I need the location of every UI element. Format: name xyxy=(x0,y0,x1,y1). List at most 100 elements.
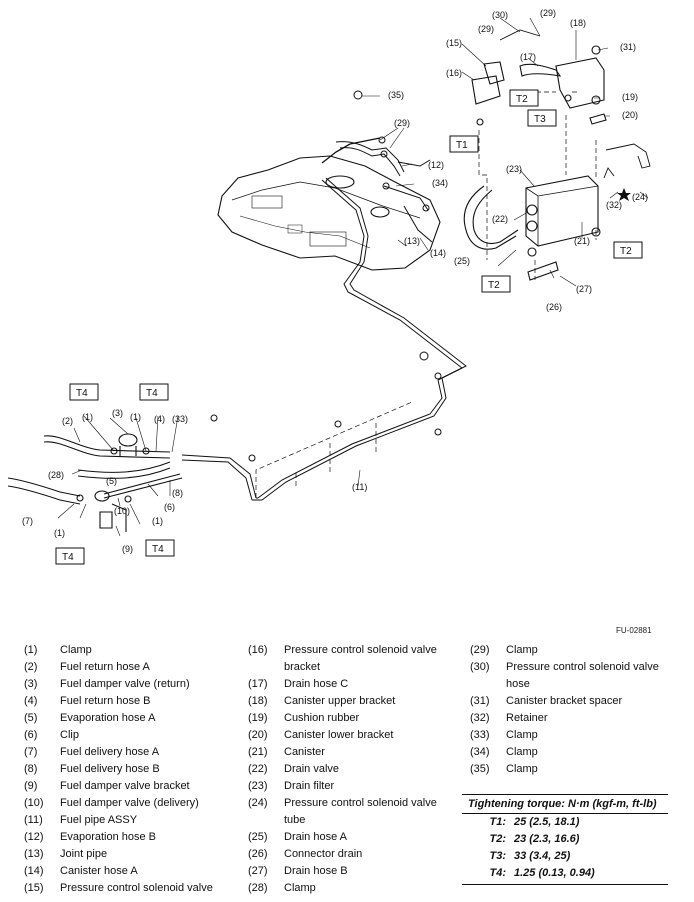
legend-item: (10)Fuel damper valve (delivery) xyxy=(24,795,239,812)
legend-item-label: Canister hose A xyxy=(60,865,138,877)
legend-item-number: (16) xyxy=(248,644,268,656)
solenoid-valve-group xyxy=(471,29,651,179)
legend-item: (27) Drain hose B xyxy=(248,863,453,880)
legend-item: (16)Pressure control solenoid valve brac… xyxy=(248,642,453,676)
legend-item-label: Canister xyxy=(284,746,325,758)
legend-item-label: Drain hose A xyxy=(284,831,347,843)
svg-text:T4: T4 xyxy=(62,552,74,563)
legend-item-number: (5) xyxy=(24,712,38,724)
svg-text:T2: T2 xyxy=(488,280,500,291)
torque-tag-t3: T3 xyxy=(527,109,557,127)
drain-hoses xyxy=(463,185,559,281)
svg-text:T2: T2 xyxy=(516,94,528,105)
legend-item: (29) Clamp xyxy=(470,642,680,659)
legend-item-label: Fuel damper valve (return) xyxy=(60,678,190,690)
legend-item-number: (23) xyxy=(248,780,268,792)
legend-item: (8)Fuel delivery hose B xyxy=(24,761,239,778)
legend-item-number: (26) xyxy=(248,848,268,860)
callout-23: (23) xyxy=(506,164,522,174)
legend-item-number: (22) xyxy=(248,763,268,775)
callout-27: (27) xyxy=(576,284,592,294)
callout-20: (20) xyxy=(622,110,638,120)
legend-item-number: (28) xyxy=(248,882,268,894)
legend-item: (21) Canister xyxy=(248,744,453,761)
callout-1-d: (1) xyxy=(54,528,65,538)
torque-tag-t1: T1 xyxy=(449,135,479,153)
callout-3: (3) xyxy=(112,408,123,418)
legend-item-number: (29) xyxy=(470,644,490,656)
legend-item: (14) Canister hose A xyxy=(24,863,239,880)
legend-item: (20)Canister lower bracket xyxy=(248,727,453,744)
legend-item: (1)Clamp xyxy=(24,642,239,659)
legend-item-label: Clamp xyxy=(506,729,538,741)
legend-item-label: Clamp xyxy=(506,746,538,758)
legend-item-label: Fuel delivery hose B xyxy=(60,763,160,775)
front-hose-assembly xyxy=(7,433,183,532)
callout-33: (33) xyxy=(172,414,188,424)
callout-1-b: (1) xyxy=(130,412,141,422)
torque-value: 1.25 (0.13, 0.94) xyxy=(514,867,595,879)
legend-column-3: (29) Clamp (30)Pressure control solenoid v… xyxy=(470,642,680,778)
callout-29-top: (29) xyxy=(540,8,556,18)
legend-item: (15)Pressure control solenoid valve xyxy=(24,880,239,897)
callout-1-c: (1) xyxy=(152,516,163,526)
legend-item: (24)Pressure control solenoid valve tube xyxy=(248,795,453,829)
legend-item: (9) Fuel damper valve bracket xyxy=(24,778,239,795)
callout-12: (12) xyxy=(428,160,444,170)
legend-item: (17)Drain hose C xyxy=(248,676,453,693)
torque-tag-t4-c: T4 xyxy=(145,539,175,557)
legend-item-number: (14) xyxy=(24,865,44,877)
callout-19: (19) xyxy=(622,92,638,102)
legend-item-label: Clip xyxy=(60,729,79,741)
legend-item-number: (2) xyxy=(24,661,38,673)
callout-28: (28) xyxy=(48,470,64,480)
legend-item: (11)Fuel pipe ASSY xyxy=(24,812,239,829)
torque-key: T3: xyxy=(489,850,507,862)
legend-item-number: (9) xyxy=(24,780,38,792)
legend-item-label: Clamp xyxy=(506,763,538,775)
torque-key: T4: xyxy=(489,867,507,879)
legend-item-label: Pressure control solenoid valve xyxy=(60,882,213,894)
legend-item-number: (21) xyxy=(248,746,268,758)
callout-5: (5) xyxy=(106,476,117,486)
legend-item: (31)Canister bracket spacer xyxy=(470,693,680,710)
callout-26: (26) xyxy=(546,302,562,312)
legend-item-label: Clamp xyxy=(506,644,538,656)
legend-item-label: Cushion rubber xyxy=(284,712,360,724)
callout-labels: (30) (29) (29) (18) (15) (31) (17) (16) … xyxy=(22,8,648,554)
callout-10: (10) xyxy=(114,506,130,516)
legend-item: (26)Connector drain xyxy=(248,846,453,863)
leader-lines xyxy=(57,17,649,537)
callout-35: (35) xyxy=(388,90,404,100)
guide-lines xyxy=(255,91,597,498)
callout-1-a: (1) xyxy=(82,412,93,422)
legend-item-label: Retainer xyxy=(506,712,548,724)
canister xyxy=(525,175,601,247)
callout-6: (6) xyxy=(164,502,175,512)
legend-item: (19)Cushion rubber xyxy=(248,710,453,727)
legend-item: (35)Clamp xyxy=(470,761,680,778)
legend-item: (33)Clamp xyxy=(470,727,680,744)
callout-16: (16) xyxy=(446,68,462,78)
legend-item-number: (4) xyxy=(24,695,38,707)
legend-item: (30)Pressure control solenoid valve hose xyxy=(470,659,680,693)
callout-15: (15) xyxy=(446,38,462,48)
callout-34: (34) xyxy=(432,178,448,188)
callout-17: (17) xyxy=(520,52,536,62)
legend-item-number: (32) xyxy=(470,712,490,724)
callout-32: (32) xyxy=(606,200,622,210)
fuel-system-exploded-diagram: (30) (29) (29) (18) (15) (31) (17) (16) … xyxy=(7,8,651,565)
torque-value: 25 (2.5, 18.1) xyxy=(514,816,580,828)
legend-item-label: Fuel damper valve bracket xyxy=(60,780,190,792)
legend-item-label: Fuel return hose A xyxy=(60,661,150,673)
star-icon xyxy=(617,188,631,201)
torque-tag-t2-drain: T2 xyxy=(481,275,511,293)
legend-item-label: Drain hose B xyxy=(284,865,348,877)
callout-30: (30) xyxy=(492,10,508,20)
torque-tag-t4-a: T4 xyxy=(69,383,99,401)
legend-item: (22)Drain valve xyxy=(248,761,453,778)
fuel-tank xyxy=(217,137,441,271)
legend-item-number: (27) xyxy=(248,865,268,877)
legend-item-label: Drain filter xyxy=(284,780,335,792)
legend-item-number: (6) xyxy=(24,729,38,741)
